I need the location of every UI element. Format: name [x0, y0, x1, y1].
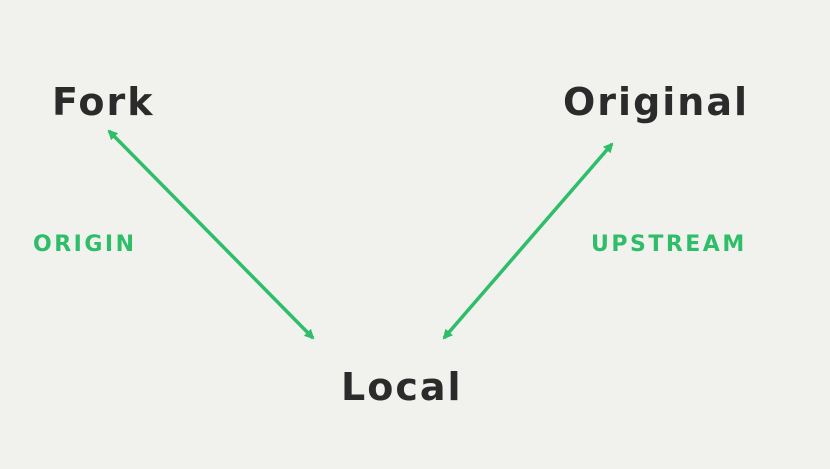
origin-arrow: [107, 129, 315, 340]
original-node-label: Original: [563, 80, 750, 124]
local-node-label: Local: [341, 365, 463, 409]
upstream-arrow: [442, 142, 614, 340]
upstream-edge-label: UPSTREAM: [591, 232, 747, 257]
fork-node-label: Fork: [52, 80, 155, 124]
